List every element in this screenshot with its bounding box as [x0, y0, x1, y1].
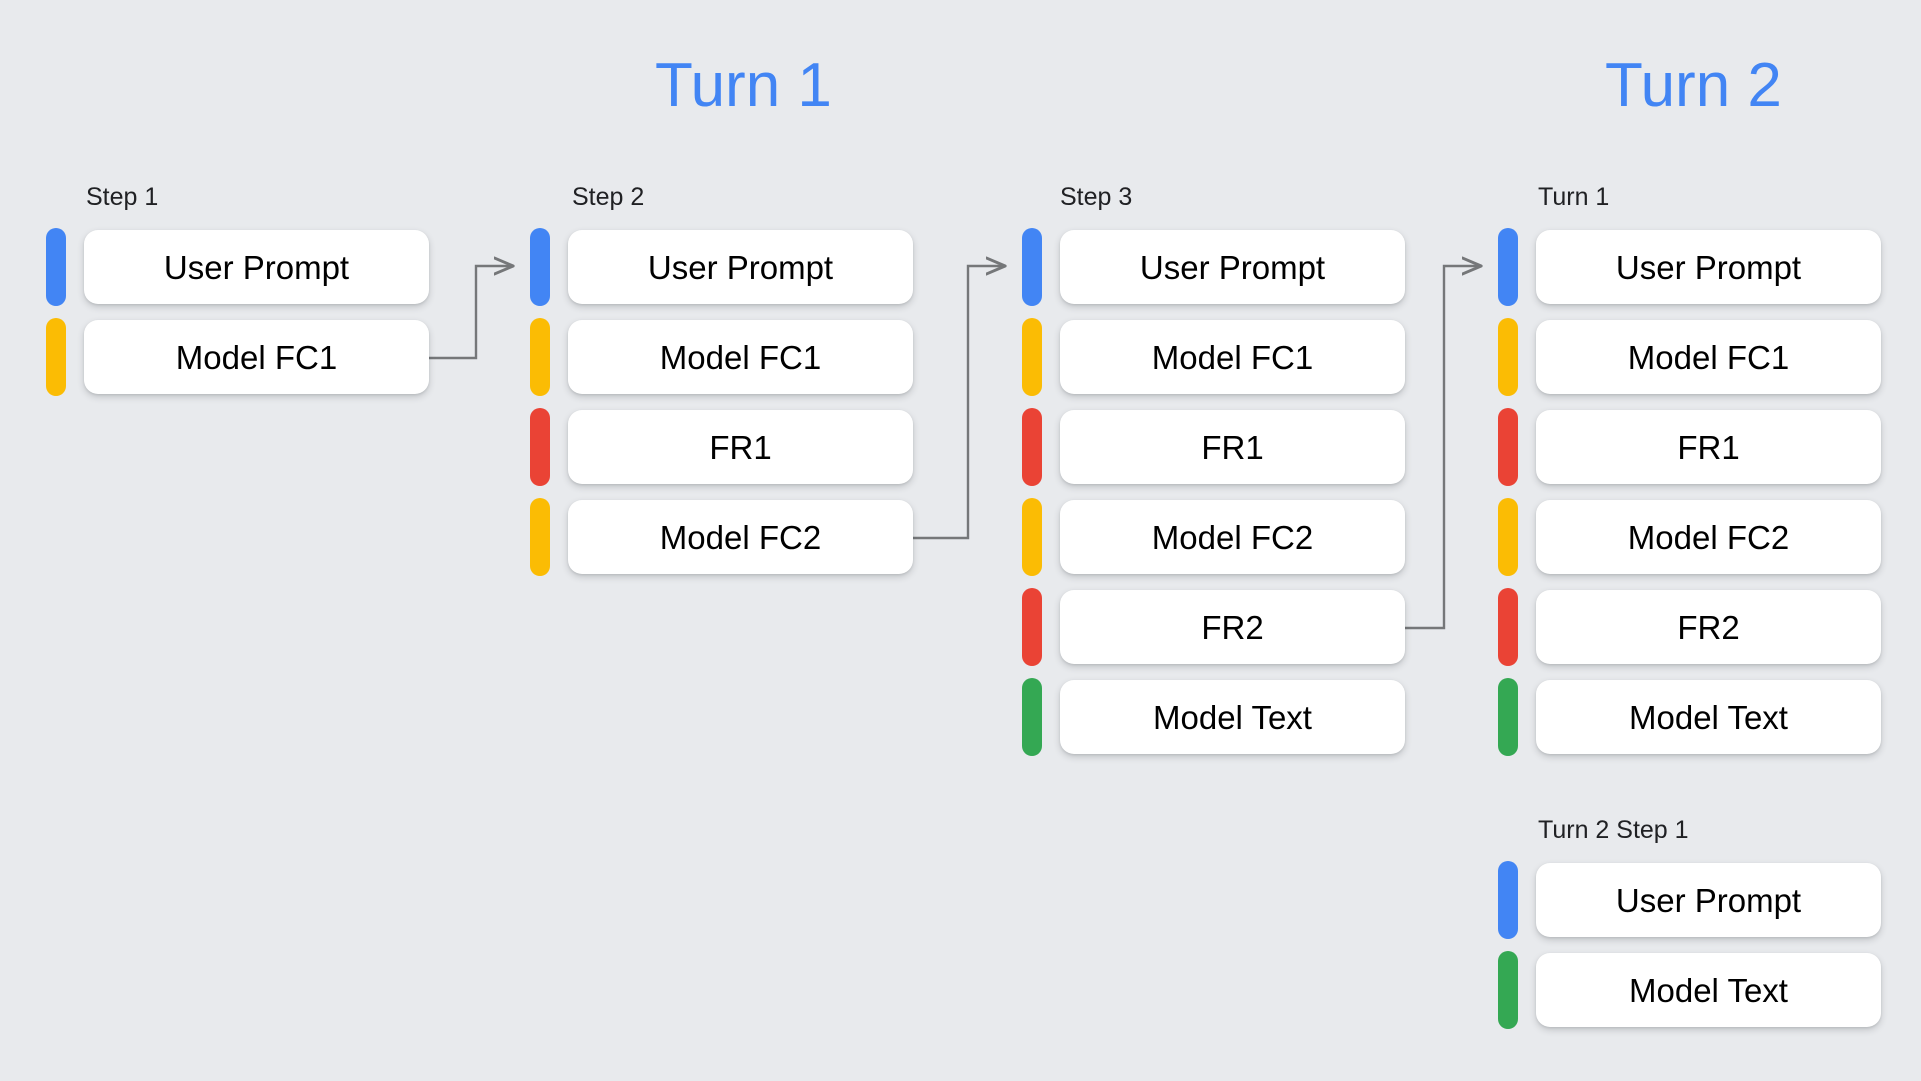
card-step-3-6[interactable]: Model Text — [1060, 680, 1405, 754]
card-label: Model FC2 — [1627, 518, 1790, 556]
marker-yellow — [530, 498, 550, 576]
card-step-2-2[interactable]: Model FC1 — [568, 320, 913, 394]
marker-yellow — [1022, 498, 1042, 576]
turn-title-2: Turn 2 — [1605, 51, 1782, 120]
row-step-3-1: User Prompt — [1022, 228, 1405, 306]
marker-yellow — [1498, 318, 1518, 396]
card-turn-2-turn-1-4[interactable]: Model FC2 — [1536, 500, 1881, 574]
card-step-3-3[interactable]: FR1 — [1060, 410, 1405, 484]
card-label: FR2 — [1677, 608, 1740, 646]
card-turn-2-turn-1-3[interactable]: FR1 — [1536, 410, 1881, 484]
card-step-2-3[interactable]: FR1 — [568, 410, 913, 484]
marker-blue — [46, 228, 66, 306]
card-label: Model FC2 — [659, 518, 822, 556]
card-turn-2-turn-1-6[interactable]: Model Text — [1536, 680, 1881, 754]
connector-step3-to-turn1 — [1404, 266, 1480, 630]
card-label: FR1 — [1677, 428, 1740, 466]
card-label: User Prompt — [1139, 248, 1326, 286]
row-step-3-3: FR1 — [1022, 408, 1405, 486]
marker-green — [1498, 951, 1518, 1029]
card-step-2-4[interactable]: Model FC2 — [568, 500, 913, 574]
marker-green — [1022, 678, 1042, 756]
marker-yellow — [46, 318, 66, 396]
row-turn-2-turn-1-4: Model FC2 — [1498, 498, 1881, 576]
row-step-2-4: Model FC2 — [530, 498, 913, 576]
card-step-3-4[interactable]: Model FC2 — [1060, 500, 1405, 574]
card-turn-2-step-1-1[interactable]: User Prompt — [1536, 863, 1881, 937]
row-step-2-2: Model FC1 — [530, 318, 913, 396]
marker-blue — [1498, 861, 1518, 939]
row-step-3-4: Model FC2 — [1022, 498, 1405, 576]
row-turn-2-turn-1-3: FR1 — [1498, 408, 1881, 486]
turn-title-1: Turn 1 — [655, 51, 832, 120]
row-step-3-6: Model Text — [1022, 678, 1405, 756]
row-step-2-3: FR1 — [530, 408, 913, 486]
column-label-turn-2-turn-1: Turn 1 — [1538, 183, 1610, 211]
row-step-3-2: Model FC1 — [1022, 318, 1405, 396]
card-step-2-1[interactable]: User Prompt — [568, 230, 913, 304]
marker-yellow — [1022, 318, 1042, 396]
column-label-turn-2-step-1: Turn 2 Step 1 — [1538, 816, 1689, 844]
card-turn-2-step-1-2[interactable]: Model Text — [1536, 953, 1881, 1027]
card-label: Model FC1 — [1151, 338, 1314, 376]
card-label: User Prompt — [163, 248, 350, 286]
card-label: Model Text — [1153, 698, 1312, 736]
card-step-1-1[interactable]: User Prompt — [84, 230, 429, 304]
row-turn-2-turn-1-1: User Prompt — [1498, 228, 1881, 306]
card-label: Model FC2 — [1151, 518, 1314, 556]
card-label: FR2 — [1201, 608, 1264, 646]
marker-blue — [1022, 228, 1042, 306]
row-turn-2-turn-1-2: Model FC1 — [1498, 318, 1881, 396]
card-turn-2-turn-1-1[interactable]: User Prompt — [1536, 230, 1881, 304]
card-label: User Prompt — [1615, 248, 1802, 286]
row-turn-2-turn-1-5: FR2 — [1498, 588, 1881, 666]
marker-red — [1498, 408, 1518, 486]
marker-yellow — [530, 318, 550, 396]
connector-step1-to-step2 — [428, 266, 512, 360]
marker-red — [1022, 408, 1042, 486]
card-label: FR1 — [709, 428, 772, 466]
row-step-2-1: User Prompt — [530, 228, 913, 306]
column-label-step-1: Step 1 — [86, 183, 159, 211]
row-step-1-2: Model FC1 — [46, 318, 429, 396]
column-label-step-2: Step 2 — [572, 183, 645, 211]
marker-red — [1498, 588, 1518, 666]
row-turn-2-step-1-2: Model Text — [1498, 951, 1881, 1029]
marker-red — [530, 408, 550, 486]
card-step-1-2[interactable]: Model FC1 — [84, 320, 429, 394]
card-label: Model FC1 — [175, 338, 338, 376]
card-label: Model Text — [1629, 698, 1788, 736]
row-step-3-5: FR2 — [1022, 588, 1405, 666]
card-label: User Prompt — [1615, 881, 1802, 919]
card-turn-2-turn-1-5[interactable]: FR2 — [1536, 590, 1881, 664]
connector-step2-to-step3 — [912, 266, 1004, 540]
row-turn-2-turn-1-6: Model Text — [1498, 678, 1881, 756]
card-step-3-5[interactable]: FR2 — [1060, 590, 1405, 664]
marker-red — [1022, 588, 1042, 666]
row-step-1-1: User Prompt — [46, 228, 429, 306]
marker-blue — [530, 228, 550, 306]
card-turn-2-turn-1-2[interactable]: Model FC1 — [1536, 320, 1881, 394]
card-label: FR1 — [1201, 428, 1264, 466]
row-turn-2-step-1-1: User Prompt — [1498, 861, 1881, 939]
marker-yellow — [1498, 498, 1518, 576]
card-step-3-2[interactable]: Model FC1 — [1060, 320, 1405, 394]
card-step-3-1[interactable]: User Prompt — [1060, 230, 1405, 304]
marker-green — [1498, 678, 1518, 756]
marker-blue — [1498, 228, 1518, 306]
card-label: Model Text — [1629, 971, 1788, 1009]
column-label-step-3: Step 3 — [1060, 183, 1133, 211]
card-label: Model FC1 — [659, 338, 822, 376]
card-label: Model FC1 — [1627, 338, 1790, 376]
card-label: User Prompt — [647, 248, 834, 286]
